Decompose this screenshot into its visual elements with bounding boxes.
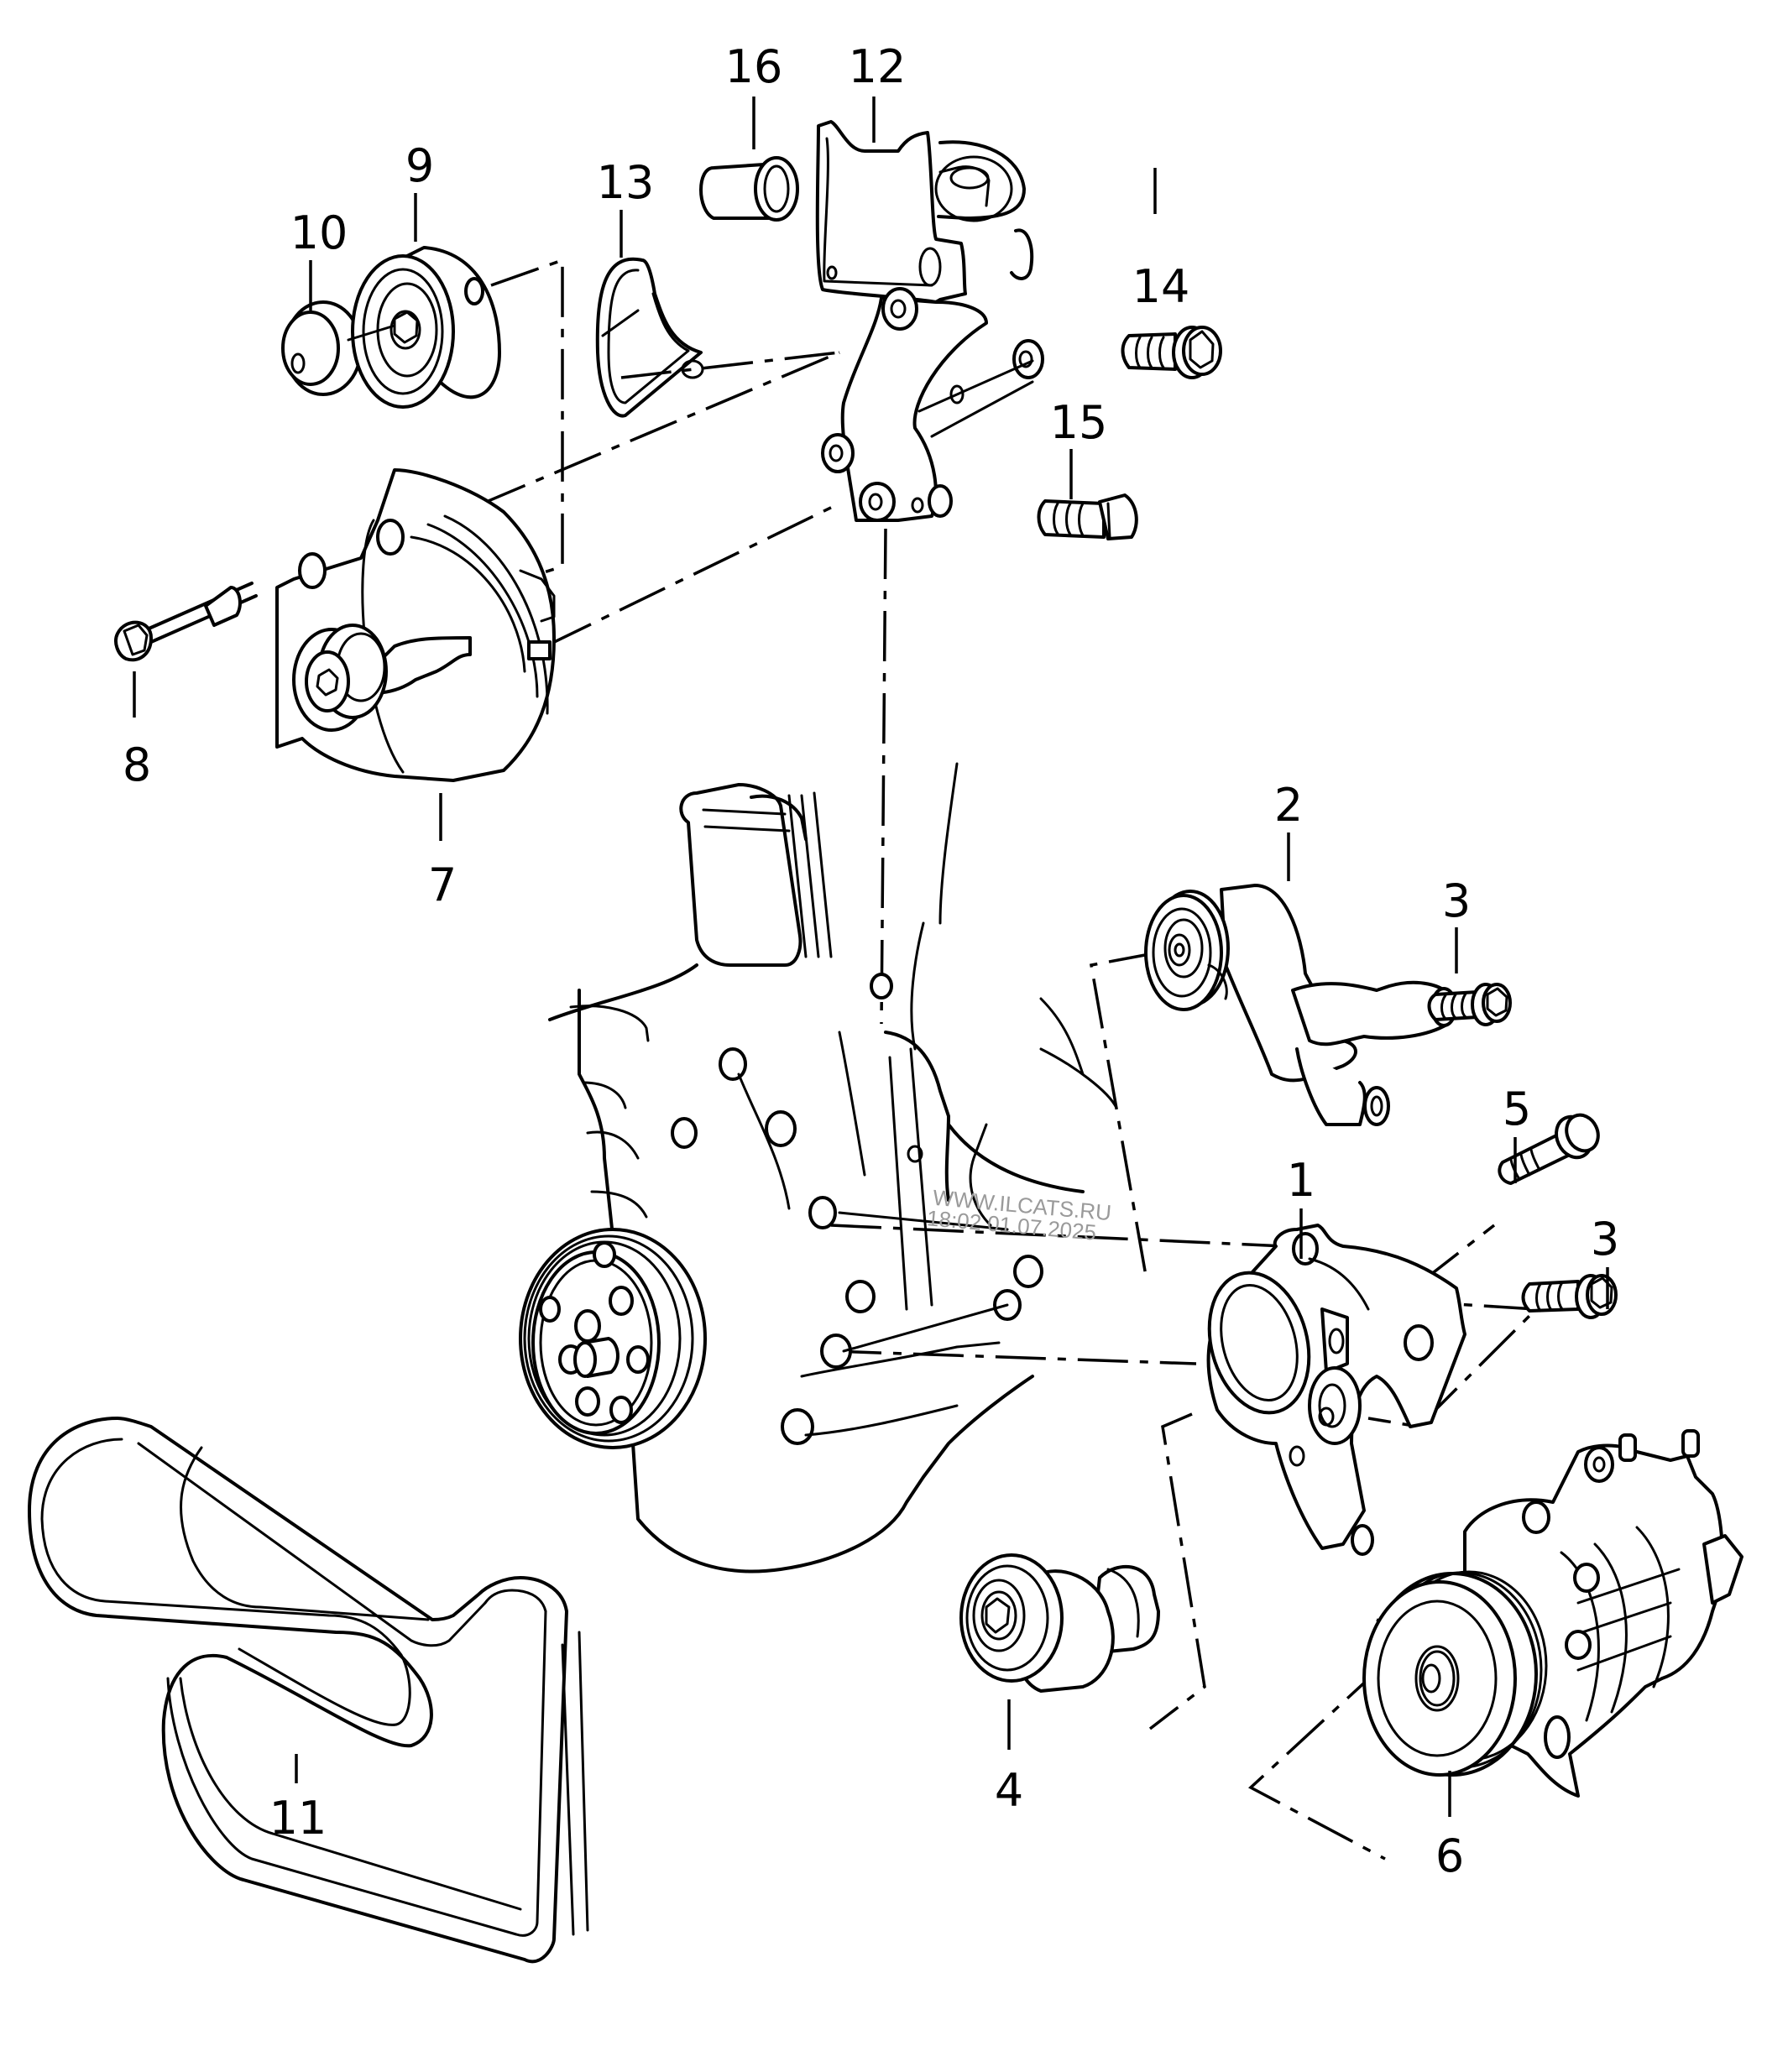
callout-11[interactable]: 11 bbox=[269, 1792, 327, 1845]
callout-14[interactable]: 14 bbox=[1132, 260, 1190, 313]
part-8-bolt[interactable] bbox=[114, 582, 258, 662]
callout-8[interactable]: 8 bbox=[123, 739, 151, 791]
part-16-sleeve[interactable] bbox=[699, 156, 799, 222]
part-6-ac-compressor[interactable] bbox=[1362, 1429, 1743, 1798]
callout-7[interactable]: 7 bbox=[428, 859, 457, 911]
callout-15[interactable]: 15 bbox=[1050, 396, 1108, 449]
callout-10[interactable]: 10 bbox=[290, 206, 348, 259]
part-2-tensioner[interactable] bbox=[1144, 884, 1457, 1126]
part-3-bolt-upper[interactable] bbox=[1427, 983, 1512, 1026]
part-7-alternator[interactable] bbox=[275, 468, 556, 782]
part-9-idler-pulley[interactable] bbox=[347, 246, 501, 409]
part-3-bolt-lower[interactable] bbox=[1521, 1274, 1618, 1319]
callout-2[interactable]: 2 bbox=[1274, 779, 1303, 832]
part-5-bolt[interactable] bbox=[1498, 1109, 1603, 1185]
engine-block bbox=[548, 762, 1118, 1574]
part-1-bracket[interactable] bbox=[1195, 1224, 1466, 1556]
callout-16[interactable]: 16 bbox=[725, 40, 783, 93]
callout-4[interactable]: 4 bbox=[995, 1764, 1023, 1817]
watermark: WWW.ILCATS.RU 18:02 01.07.2025 bbox=[926, 1185, 1112, 1245]
callout-1[interactable]: 1 bbox=[1287, 1154, 1315, 1207]
part-10-cap[interactable] bbox=[281, 300, 363, 396]
callout-3-lower[interactable]: 3 bbox=[1591, 1213, 1619, 1266]
callouts: 16 12 13 9 10 14 15 8 7 2 3 5 1 3 4 6 11 bbox=[123, 40, 1619, 1882]
callout-5[interactable]: 5 bbox=[1503, 1083, 1531, 1135]
leader-lines bbox=[133, 97, 1609, 1817]
crankshaft-pulley bbox=[519, 1228, 707, 1449]
callout-12[interactable]: 12 bbox=[849, 40, 907, 93]
part-12-oil-filter-bracket[interactable] bbox=[815, 120, 1044, 522]
part-14-bolt[interactable] bbox=[1121, 326, 1222, 379]
callout-13[interactable]: 13 bbox=[597, 156, 655, 209]
part-11-poly-v-belt[interactable] bbox=[28, 1417, 589, 1964]
callout-3-upper[interactable]: 3 bbox=[1442, 874, 1471, 927]
callout-9[interactable]: 9 bbox=[405, 139, 434, 192]
callout-6[interactable]: 6 bbox=[1435, 1829, 1464, 1882]
part-15-bolt[interactable] bbox=[1037, 493, 1138, 540]
part-13-gasket[interactable] bbox=[595, 257, 704, 418]
part-4-tensioner-pulley[interactable] bbox=[959, 1553, 1160, 1693]
